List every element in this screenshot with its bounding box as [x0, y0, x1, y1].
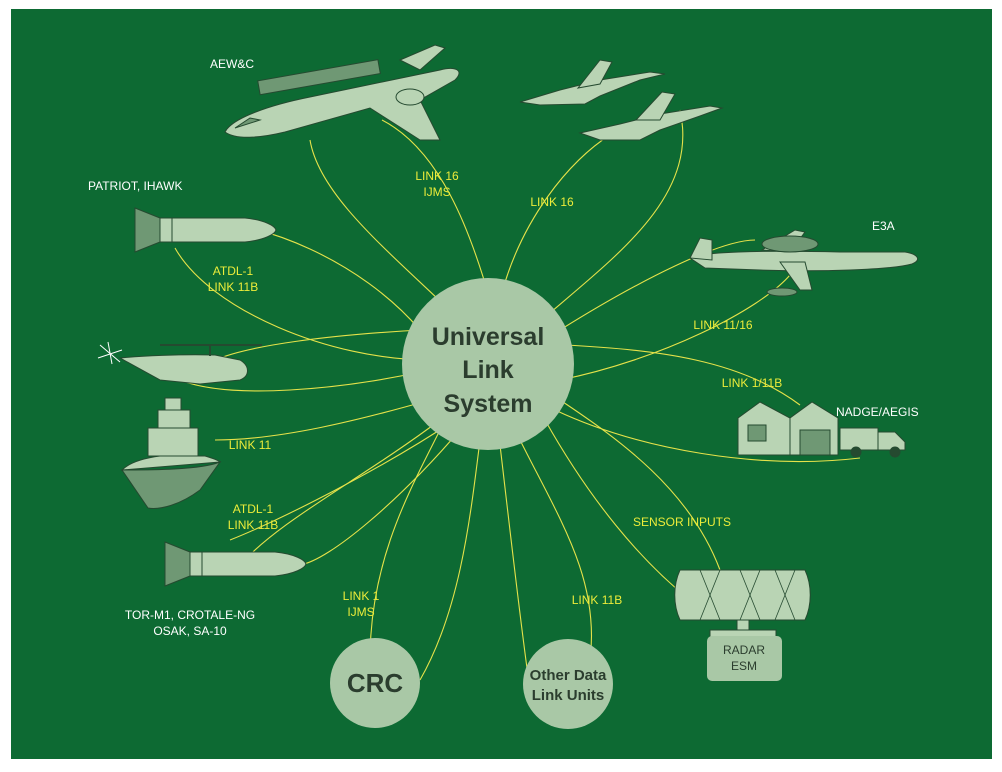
link-line-crc-a [369, 429, 441, 661]
patriot-missile-icon [134, 207, 277, 253]
link-line-nadge-b [554, 409, 861, 462]
link-line-radar-b [544, 419, 691, 601]
radar-node-label-line2: ESM [731, 659, 757, 673]
link-label-link1-ijms-1: LINK 1 [343, 589, 380, 603]
tor-label-line2: OSAK, SA-10 [153, 624, 227, 638]
link-label-atdl1-bottom-2: LINK 11B [228, 518, 278, 532]
hub-label-line2: Link [462, 356, 513, 384]
link-line-tor-b [299, 429, 461, 566]
link-label-link11-16: LINK 11/16 [693, 318, 752, 332]
link-line-radar-a [559, 399, 721, 571]
link-line-heli-a [214, 329, 421, 361]
other-data-link-units-node [523, 639, 613, 729]
e3a-label: E3A [872, 219, 895, 233]
link-line-ship-b [229, 419, 456, 541]
crc-node [330, 638, 420, 728]
link-label-link11: LINK 11 [229, 438, 272, 452]
other-node-label-line2: Link Units [532, 687, 605, 704]
universal-link-hub [402, 278, 574, 450]
link-line-patriot-b [174, 247, 431, 361]
hub-label-line1: Universal [432, 323, 545, 351]
link-line-fighters-a [499, 134, 611, 301]
aewc-label: AEW&C [210, 57, 254, 71]
patriot-label: PATRIOT, IHAWK [88, 179, 182, 193]
link-line-heli-b [179, 369, 431, 392]
link-label-link1-11b: LINK 1/11B [722, 376, 782, 390]
link-line-crc-b [419, 439, 481, 681]
radar-esm-node [707, 636, 782, 681]
ship-icon [120, 397, 222, 509]
tor-label-line1: TOR-M1, CROTALE-NG [125, 608, 255, 622]
crc-label: CRC [347, 668, 404, 698]
link-label-sensor-inputs: SENSOR INPUTS [633, 515, 731, 529]
nadge-label: NADGE/AEGIS [836, 405, 919, 419]
radar-antenna-icon [674, 569, 811, 639]
link-line-ship-a [214, 399, 431, 441]
link-label-atdl1-bottom-1: ATDL-1 [233, 502, 274, 516]
link-line-tor-a [239, 419, 441, 566]
other-node-label-line1: Other Data [530, 667, 607, 684]
link-line-e3a-a [559, 239, 756, 331]
link-line-nadge-a [564, 344, 801, 406]
link-label-link16: LINK 16 [530, 195, 574, 209]
link-label-atdl1-top-2: LINK 11B [208, 280, 258, 294]
link-line-fighters-b [529, 109, 684, 331]
link-line-other-b [519, 439, 593, 661]
link-label-link11b: LINK 11B [572, 593, 622, 607]
link-line-aewc-a [381, 119, 491, 301]
link-label-link16-ijms-2: IJMS [423, 185, 450, 199]
link-labels: LINK 16 IJMS LINK 16 ATDL-1 LINK 11B LIN… [208, 169, 782, 619]
link-label-link1-ijms-2: IJMS [347, 605, 374, 619]
tor-missile-icon [164, 541, 307, 587]
fighter-jets-icon [519, 59, 724, 141]
hub-label-line3: System [444, 390, 533, 418]
link-lines [174, 109, 861, 691]
nadge-facility-icon [737, 401, 906, 458]
link-label-atdl1-top-1: ATDL-1 [213, 264, 254, 278]
radar-node-label-line1: RADAR [723, 643, 765, 657]
link-label-link16-ijms-1: LINK 16 [415, 169, 459, 183]
aewc-aircraft-icon [224, 44, 460, 141]
link-line-other-a [499, 444, 531, 691]
helicopter-icon [97, 341, 262, 385]
e3a-awacs-icon [689, 229, 919, 297]
